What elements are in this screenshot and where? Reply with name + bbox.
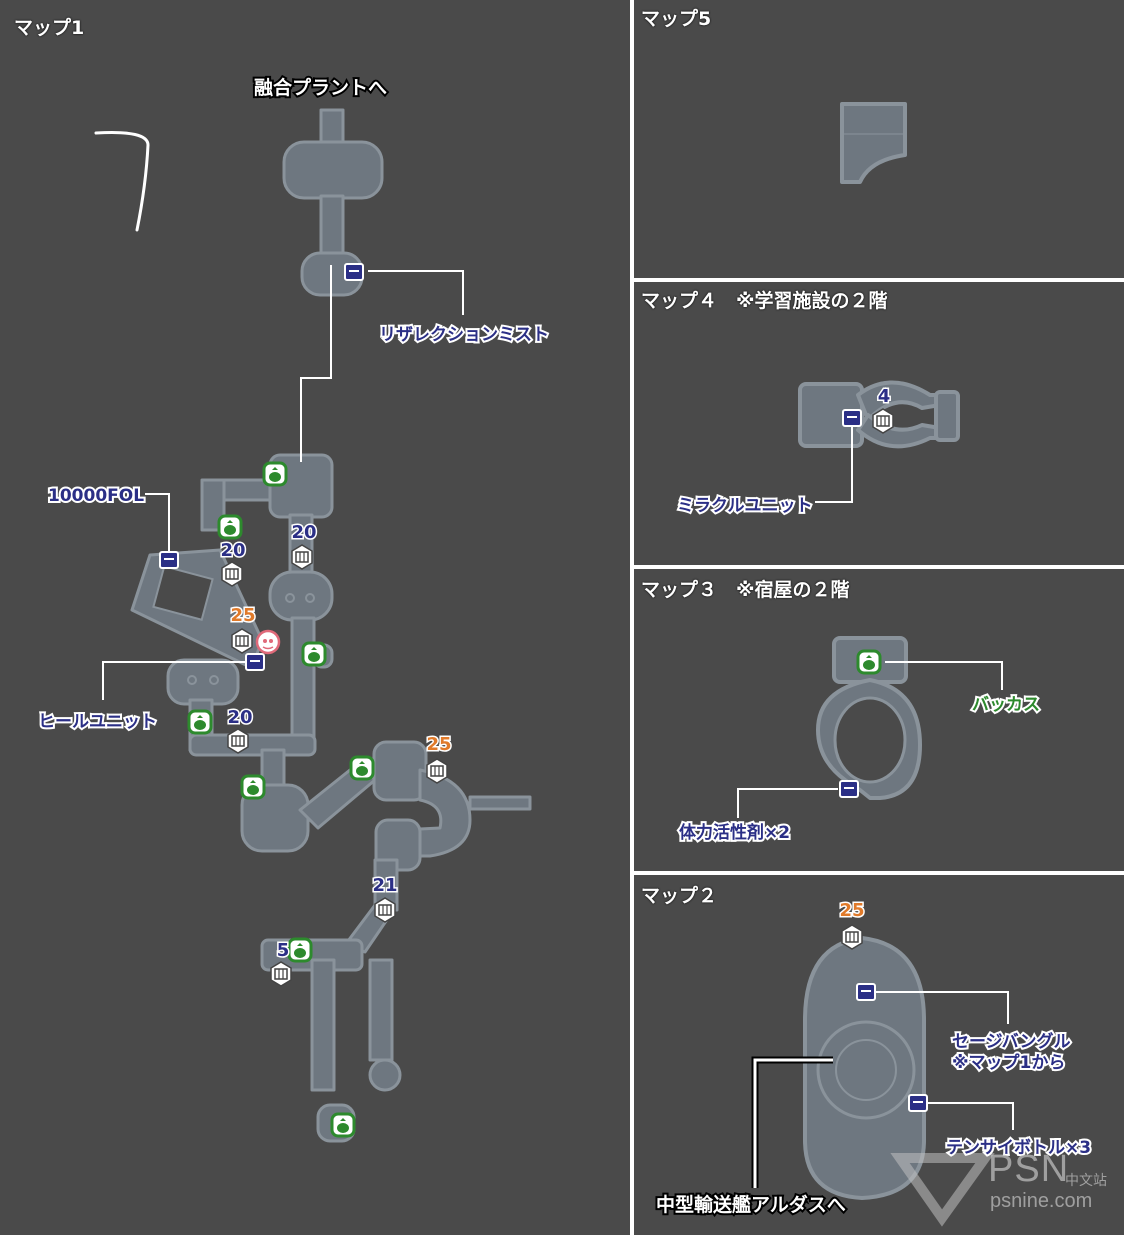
- vertical-divider: [630, 0, 634, 1235]
- map4-layout: [798, 380, 960, 449]
- aldas-ship-exit-label: 中型輸送艦アルダスへ: [654, 1192, 848, 1218]
- watermark-url: psnine.com: [990, 1190, 1093, 1212]
- item-bag-icon: [301, 641, 327, 667]
- enemy-icon: [291, 544, 313, 570]
- chest-icon: [245, 653, 265, 671]
- enemy-level: 20: [290, 521, 318, 545]
- item-label: リザレクションミスト: [377, 323, 551, 347]
- enemy-icon: [841, 924, 863, 950]
- boss-face-icon: [255, 629, 281, 655]
- divider-4-3: [634, 565, 1124, 569]
- enemy-level: 21: [371, 874, 399, 898]
- map1-connectors: [102, 265, 464, 700]
- map2-title: マップ２: [641, 885, 718, 907]
- item-label: 体力活性剤×2: [677, 821, 792, 845]
- divider-5-4: [634, 278, 1124, 282]
- enemy-level: 25: [229, 604, 257, 628]
- item-label: 10000FOL: [46, 484, 146, 508]
- enemy-icon: [872, 408, 894, 434]
- enemy-level: 5: [275, 939, 291, 963]
- enemy-icon: [374, 897, 396, 923]
- enemy-icon: [270, 961, 292, 987]
- item-bag-icon: [240, 774, 266, 800]
- map4-title: マップ４ ※学習施設の２階: [641, 290, 888, 312]
- enemy-level: 20: [219, 539, 247, 563]
- map5-room: [840, 102, 907, 184]
- item-label: セージバングル: [950, 1030, 1072, 1054]
- watermark-brand: PSN: [988, 1148, 1070, 1190]
- fusion-plant-exit-label: 融合プラントへ: [252, 75, 389, 101]
- chest-icon: [159, 551, 179, 569]
- chest-icon: [856, 983, 876, 1001]
- enemy-icon: [426, 758, 448, 784]
- item-bag-icon: [856, 649, 882, 675]
- item-label: バッカス: [970, 693, 1042, 717]
- map2-layout: [803, 935, 926, 1201]
- enemy-icon: [221, 561, 243, 587]
- scribble-stroke: [94, 131, 150, 232]
- item-bag-icon: [217, 514, 243, 540]
- chest-icon: [839, 780, 859, 798]
- item-label: テンサイボトル×3: [944, 1136, 1093, 1160]
- map3-connectors: [737, 661, 1003, 818]
- map1-title: マップ1: [14, 17, 85, 39]
- item-label: ヒールユニット: [36, 710, 159, 734]
- chest-icon: [908, 1094, 928, 1112]
- map1-layout: [130, 108, 532, 1143]
- map1-inner-details: [152, 565, 315, 685]
- chest-icon: [842, 409, 862, 427]
- enemy-icon: [227, 728, 249, 754]
- psnine-logo-icon: [890, 1153, 995, 1227]
- item-note: ※マップ1から: [950, 1051, 1067, 1075]
- enemy-level: 20: [226, 706, 254, 730]
- enemy-icon: [231, 628, 253, 654]
- item-label: ミラクルユニット: [675, 494, 814, 518]
- item-bag-icon: [330, 1112, 356, 1138]
- item-bag-icon: [262, 461, 288, 487]
- enemy-level: 25: [838, 899, 866, 923]
- watermark-site: 中文站: [1065, 1172, 1107, 1188]
- item-bag-icon: [349, 755, 375, 781]
- chest-icon: [344, 263, 364, 281]
- divider-3-2: [634, 871, 1124, 875]
- enemy-level: 25: [425, 733, 453, 757]
- map4-connectors: [815, 426, 853, 503]
- map3-title: マップ３ ※宿屋の２階: [641, 579, 850, 601]
- map2-connectors: [876, 991, 1014, 1130]
- map5-title: マップ5: [641, 8, 712, 30]
- item-bag-icon: [187, 709, 213, 735]
- enemy-level: 4: [876, 385, 892, 409]
